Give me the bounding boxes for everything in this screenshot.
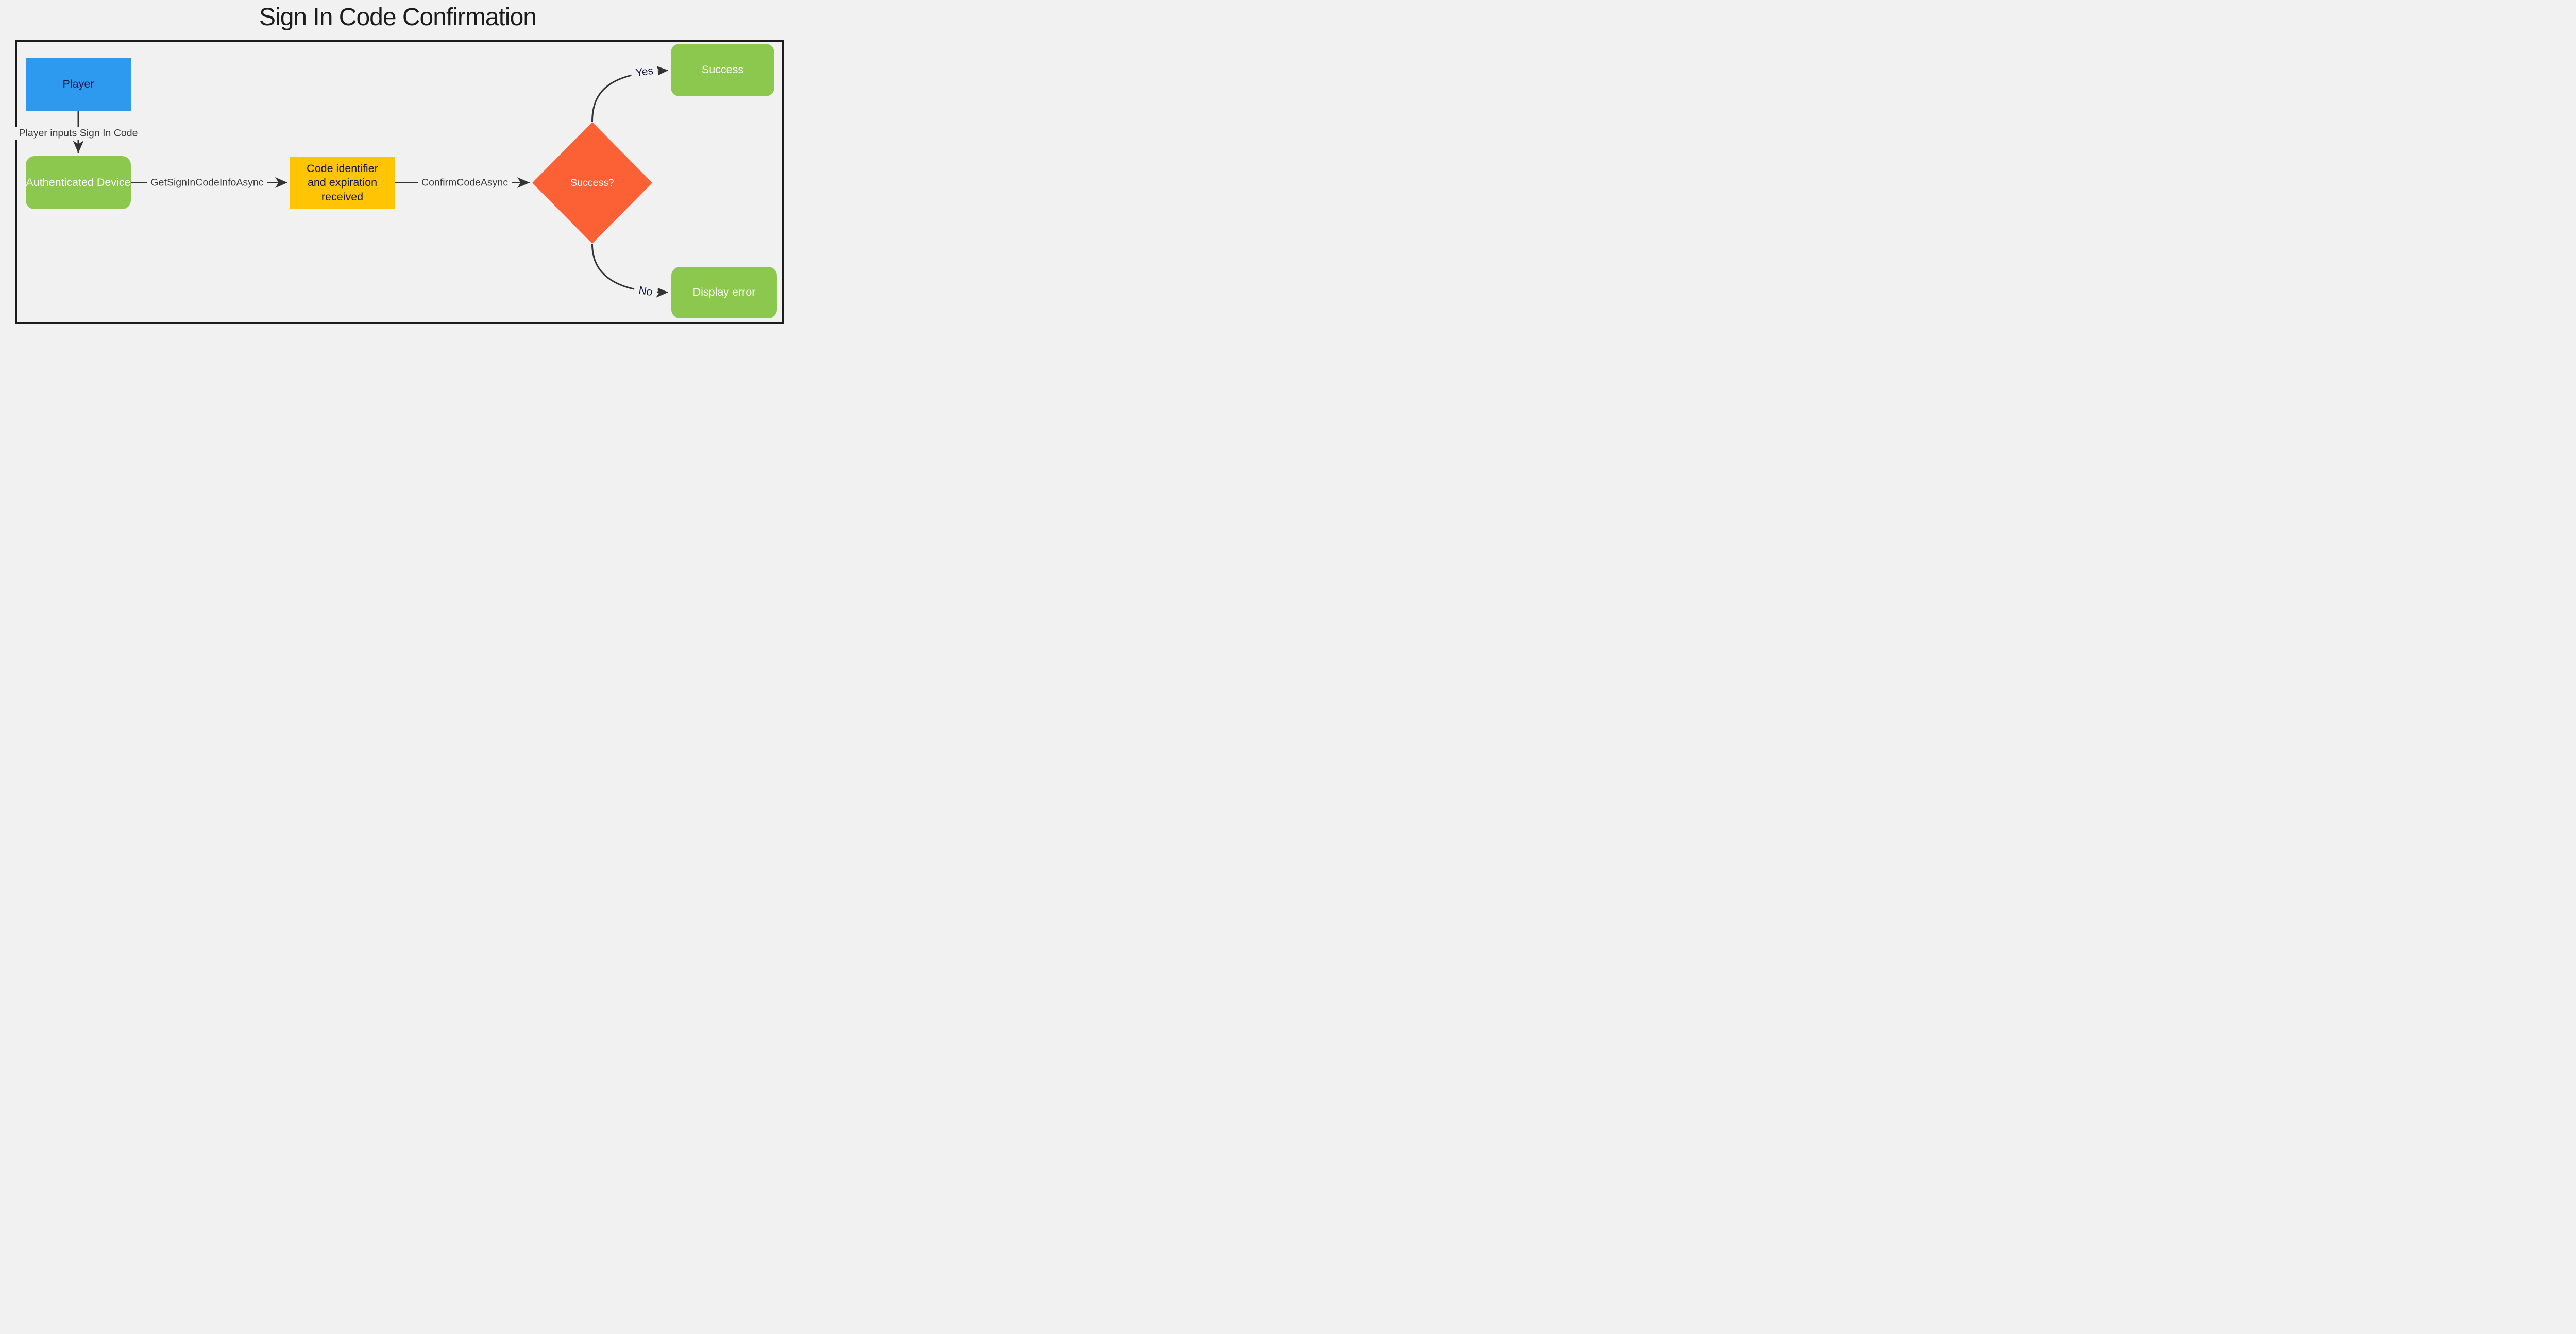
node-code-received-label: Code identifier and expiration received (307, 162, 378, 203)
node-display-error: Display error (671, 267, 777, 318)
node-authenticated-device: Authenticated Device (26, 156, 131, 209)
node-player: Player (26, 58, 131, 111)
page-title: Sign In Code Confirmation (259, 4, 537, 31)
node-decision-label: Success? (570, 177, 614, 189)
flowchart-canvas: Sign In Code Confirmation Player Authent… (0, 0, 795, 334)
edge-label-confirmcodeasync: ConfirmCodeAsync (418, 176, 512, 190)
node-display-error-label: Display error (692, 286, 756, 299)
edge-label-player-inputs: Player inputs Sign In Code (15, 127, 142, 140)
node-player-label: Player (62, 78, 94, 91)
node-success-label: Success (701, 63, 744, 76)
node-authenticated-device-label: Authenticated Device (26, 176, 131, 189)
node-success: Success (671, 44, 774, 96)
edge-label-getsignincodeinfoasync: GetSignInCodeInfoAsync (147, 176, 267, 190)
diagram-frame (15, 40, 784, 324)
node-code-received: Code identifier and expiration received (290, 157, 395, 209)
